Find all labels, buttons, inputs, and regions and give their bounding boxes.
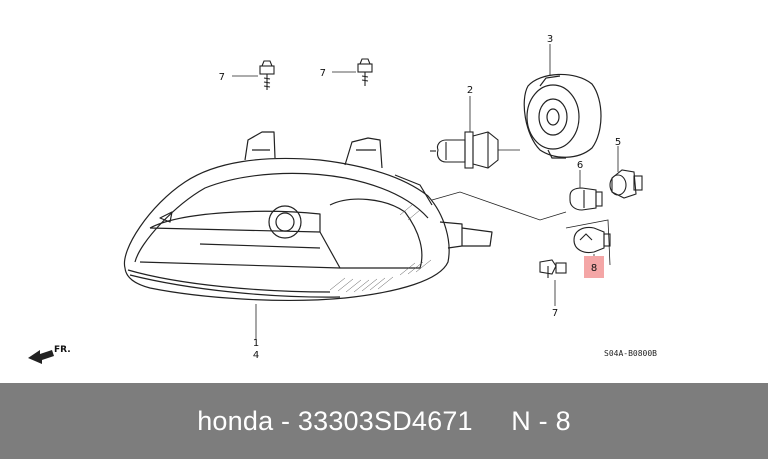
callout-8: 8: [591, 263, 597, 274]
callout-7-bottom: 7: [552, 308, 558, 319]
socket-cover-icon: [523, 73, 602, 159]
callout-6: 6: [577, 160, 583, 171]
footer-bar: honda - 33303SD4671 N - 8: [0, 383, 768, 459]
diagram-code: S04A-B0800B: [604, 349, 657, 358]
halogen-bulb-icon: [430, 131, 499, 169]
headlight-assembly: [123, 131, 493, 301]
bulb-8-icon: [573, 226, 611, 254]
leader-lines: [232, 44, 619, 340]
side-socket-icon: [609, 169, 643, 199]
reflector-hatching: [329, 204, 432, 293]
footer-part-number: 33303SD4671: [297, 405, 473, 436]
front-arrow-icon: [28, 350, 54, 364]
callout-7-top-right: 7: [320, 68, 326, 79]
footer-brand: honda: [197, 405, 274, 436]
parts-diagram: 7 7 2 3 5 6 1 4 7 8 FR. S04A-B0800B: [28, 34, 658, 364]
callout-7-top-left: 7: [219, 72, 225, 83]
front-marker: FR.: [54, 345, 71, 355]
callout-1: 1: [253, 338, 259, 349]
wedge-bulb-icon: [569, 187, 603, 211]
callout-2: 2: [467, 85, 473, 96]
bolt-icon: [539, 259, 567, 278]
highlight-box: [584, 256, 604, 278]
bolt-icon: [259, 60, 275, 90]
footer-separator: -: [273, 405, 298, 436]
callout-5: 5: [615, 137, 621, 148]
footer-ref: N - 8: [511, 405, 571, 436]
bolt-icon: [357, 58, 373, 86]
callout-4: 4: [253, 350, 259, 361]
footer-gap: [473, 406, 512, 437]
callout-3: 3: [547, 34, 553, 45]
